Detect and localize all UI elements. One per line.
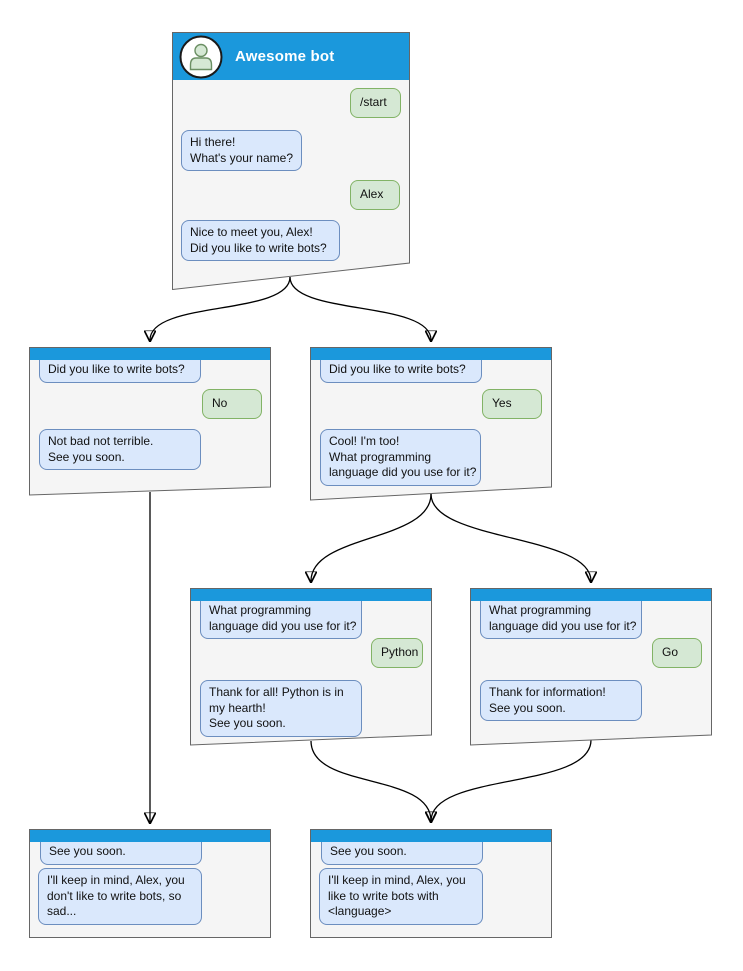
bot-avatar [179,35,223,79]
chat-window-branch-yes: Did you like to write bots? Yes Cool! I'… [310,347,552,501]
flow-arrow-yes-to-go [430,493,591,581]
user-message-bubble: /start [350,88,401,118]
user-message-bubble: Go [652,638,702,668]
window-title-bar [311,830,551,842]
person-icon [179,35,223,78]
bot-message-bubble: I'll keep in mind, Alex, you don't like … [38,868,202,925]
user-message-bubble: Python [371,638,423,668]
chat-window-end-no: See you soon. I'll keep in mind, Alex, y… [29,829,271,938]
user-message-bubble: Alex [350,180,400,210]
user-message-bubble: No [202,389,262,419]
bot-message-bubble: Cool! I'm too! What programming language… [320,429,481,486]
chat-window-end-yes: See you soon. I'll keep in mind, Alex, y… [310,829,552,938]
bot-message-bubble: Thank for information! See you soon. [480,680,642,721]
window-title-bar [30,348,270,360]
bot-message-bubble: Thank for all! Python is in my hearth! S… [200,680,362,737]
flow-arrow-main-to-no [150,276,291,340]
chat-window-main: Awesome bot /start Hi there! What's your… [172,32,410,290]
window-title-bar [191,589,431,601]
bot-message-bubble: Not bad not terrible. See you soon. [39,429,201,470]
flow-arrow-go-to-end [431,739,592,821]
chat-window-branch-python: What programming language did you use fo… [190,588,432,746]
chat-window-branch-no: Did you like to write bots? No Not bad n… [29,347,271,496]
user-message-bubble: Yes [482,389,542,419]
bot-message-bubble: Nice to meet you, Alex! Did you like to … [181,220,340,261]
chat-window-branch-go: What programming language did you use fo… [470,588,712,746]
flow-arrow-python-to-end [310,740,431,821]
flow-arrow-yes-to-python [311,493,432,581]
window-title-bar [30,830,270,842]
bot-message-bubble: Hi there! What's your name? [181,130,302,171]
chat-header: Awesome bot [173,33,409,80]
bot-title: Awesome bot [235,48,335,65]
window-title-bar [311,348,551,360]
bot-message-bubble: I'll keep in mind, Alex, you like to wri… [319,868,483,925]
flow-arrow-main-to-yes [289,276,431,340]
window-title-bar [471,589,711,601]
